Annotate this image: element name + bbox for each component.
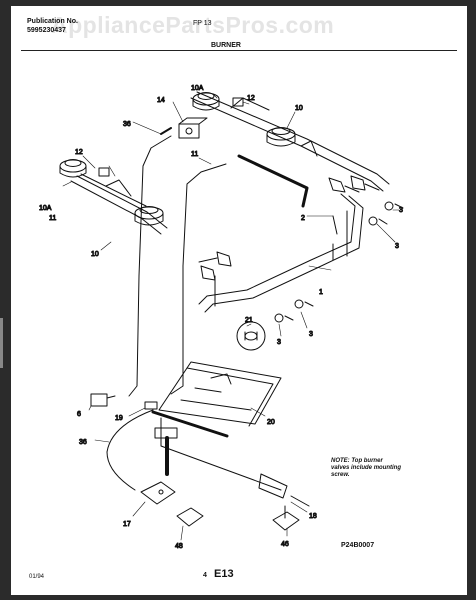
igniter-bracket-48 xyxy=(176,507,204,527)
orifice-12-left xyxy=(98,167,110,177)
burner-valve-d xyxy=(200,265,216,281)
callout-46: 46 xyxy=(281,541,289,548)
header-rule xyxy=(21,50,457,51)
callout-12-left: 12 xyxy=(75,149,83,156)
burner-head-front-left xyxy=(59,159,87,178)
callout-10-left: 10 xyxy=(91,251,99,258)
callout-36-top: 36 xyxy=(123,121,131,128)
ignitor-lead-36 xyxy=(128,135,172,397)
callout-20: 20 xyxy=(267,419,275,426)
callout-10A-top: 10A xyxy=(191,85,204,92)
page-code: E13 xyxy=(214,568,234,580)
valve-clip-4 xyxy=(274,313,294,323)
bracket-46 xyxy=(272,505,300,531)
leader-18 xyxy=(290,495,310,507)
gas-tube-11 xyxy=(237,154,309,208)
burner-head-rear-left xyxy=(192,92,220,111)
callout-3-d: 3 xyxy=(277,339,281,346)
orifice-fitting-21 xyxy=(236,321,266,351)
callout-18: 18 xyxy=(309,513,317,520)
burner-head-front-right xyxy=(134,206,164,226)
connector-6 xyxy=(90,393,116,407)
fitting-19 xyxy=(144,401,158,410)
ignitor-wire-lower-36 xyxy=(106,409,154,491)
callout-36-bottom: 36 xyxy=(79,439,87,446)
callout-3-a: 3 xyxy=(399,207,403,214)
burner-valve-b xyxy=(350,175,380,191)
valve-clip-3 xyxy=(294,299,314,309)
burner-valve-c xyxy=(198,251,232,267)
callout-6: 6 xyxy=(77,411,81,418)
parts-diagram-sheet: AppliancePartsPros.com Publication No. 5… xyxy=(11,6,467,595)
callout-11-top: 11 xyxy=(191,151,198,158)
section-title: BURNER xyxy=(211,42,241,49)
ignitor-lead-36-b xyxy=(160,127,172,135)
scan-edge-mark xyxy=(0,318,3,368)
callout-3-c: 3 xyxy=(309,331,313,338)
oven-valve-and-bracket xyxy=(151,410,288,499)
valve-note: NOTE: Top burner valves include mounting… xyxy=(331,458,402,478)
callout-2: 2 xyxy=(301,215,305,222)
callout-48: 48 xyxy=(175,543,183,550)
leader-lines xyxy=(62,93,400,541)
burner-head-rear-right xyxy=(266,127,296,147)
ignitor-lead-11 xyxy=(170,163,227,395)
model-code: FP 13 xyxy=(193,20,212,27)
manifold-pipe xyxy=(198,193,364,313)
page-number: 4 xyxy=(203,572,207,579)
exploded-view-drawing: 36 14 10A 12 10 12 11 10A 11 10 2 3 3 1 … xyxy=(39,85,404,551)
valve-clip-2 xyxy=(368,216,388,226)
callout-10A-left: 10A xyxy=(39,205,52,212)
publication-number: 5995230437 xyxy=(27,27,66,34)
callout-3-b: 3 xyxy=(395,243,399,250)
callout-11-left: 11 xyxy=(49,215,56,222)
rear-burner-tube-assembly xyxy=(190,91,390,192)
callout-10-top: 10 xyxy=(295,105,303,112)
burner-valve-a xyxy=(328,177,360,193)
valve-clip-1 xyxy=(384,201,404,211)
callout-19: 19 xyxy=(115,415,123,422)
small-bracket-2 xyxy=(332,215,338,235)
ignitor-assembly xyxy=(178,117,208,139)
oven-burner-20 xyxy=(158,361,282,427)
publication-label: Publication No. xyxy=(27,18,78,25)
callout-12-top: 12 xyxy=(247,95,255,102)
callout-14: 14 xyxy=(157,97,165,104)
footer-date: 01/94 xyxy=(29,574,45,580)
oven-igniter-17 xyxy=(140,481,176,505)
callout-17: 17 xyxy=(123,521,131,528)
watermark: AppliancePartsPros.com xyxy=(51,12,335,38)
diagram-reference: P24B0007 xyxy=(341,542,375,549)
callout-1: 1 xyxy=(319,289,323,296)
callout-21: 21 xyxy=(245,317,253,324)
